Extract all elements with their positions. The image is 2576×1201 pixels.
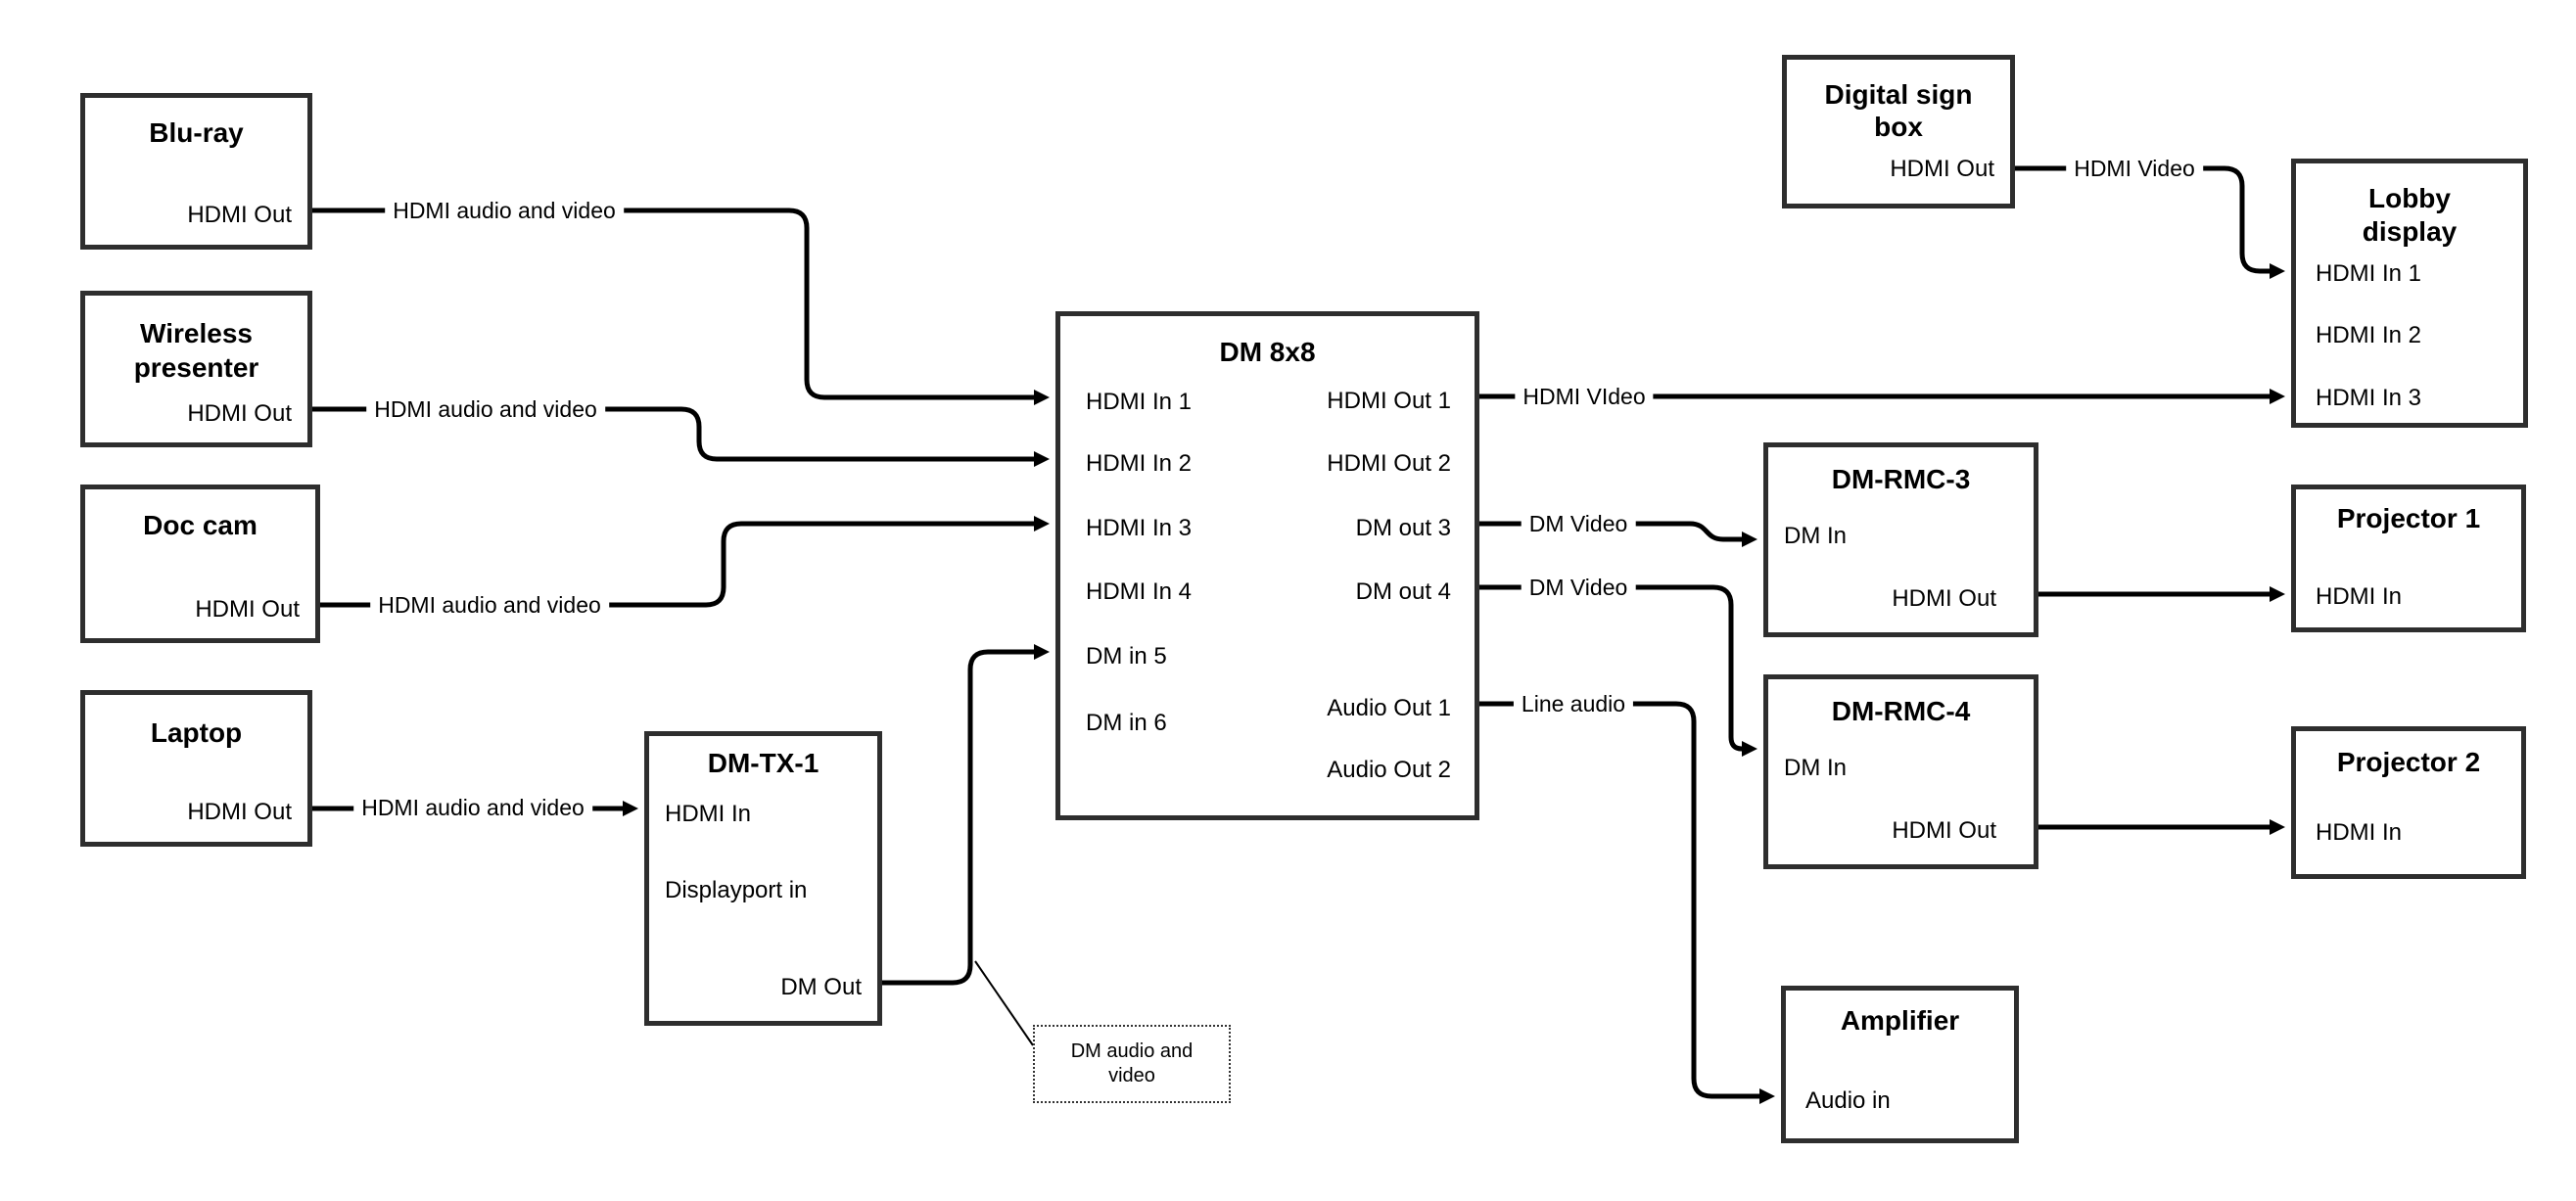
port-bluray-hdmi-out: HDMI Out — [187, 202, 292, 228]
port-dmtx1-dm-out: DM Out — [780, 974, 862, 1000]
node-dm-rmc-3: DM-RMC-3 DM In HDMI Out — [1763, 442, 2038, 637]
port-doccam-hdmi-out: HDMI Out — [195, 596, 300, 623]
node-doc-cam-title: Doc cam — [143, 510, 258, 540]
edge-dm8x8-dmout4-to-dmrmc4-dm-in — [1479, 584, 1757, 757]
node-projector-2-title: Projector 2 — [2336, 747, 2481, 777]
port-dm8x8-dm-out-3: DM out 3 — [1355, 515, 1451, 541]
callout-leader-line — [974, 960, 1034, 1046]
node-dm-8x8: DM 8x8 HDMI In 1 HDMI In 2 HDMI In 3 HDM… — [1055, 311, 1479, 820]
port-dmtx1-displayport-in: Displayport in — [665, 877, 808, 903]
port-dm8x8-dm-in-5: DM in 5 — [1086, 643, 1167, 670]
node-dm-8x8-title: DM 8x8 — [1219, 337, 1316, 367]
node-doc-cam: Doc cam HDMI Out — [80, 485, 320, 643]
port-digitalsign-hdmi-out: HDMI Out — [1890, 156, 1994, 182]
port-dm8x8-audio-out-1: Audio Out 1 — [1327, 695, 1451, 721]
edge-bluray-to-dm8x8-hdmi-in-1 — [312, 208, 1050, 405]
edge-label-hdmi-video-out1: HDMI VIdeo — [1515, 383, 1654, 410]
edge-label-doccam: HDMI audio and video — [370, 591, 609, 619]
edge-label-wireless: HDMI audio and video — [366, 395, 605, 423]
edge-label-laptop: HDMI audio and video — [353, 794, 592, 821]
port-dmtx1-hdmi-in: HDMI In — [665, 801, 752, 827]
node-dm-rmc-4: DM-RMC-4 DM In HDMI Out — [1763, 674, 2038, 869]
node-laptop-title: Laptop — [150, 717, 243, 748]
port-laptop-hdmi-out: HDMI Out — [187, 799, 292, 825]
port-wireless-hdmi-out: HDMI Out — [187, 400, 292, 427]
port-dmrmc3-dm-in: DM In — [1784, 523, 1848, 549]
port-dm8x8-hdmi-in-1: HDMI In 1 — [1086, 389, 1193, 415]
callout-text: DM audio and video — [1070, 1040, 1194, 1086]
node-dm-tx-1: DM-TX-1 HDMI In Displayport in DM Out — [644, 731, 882, 1026]
node-projector-1-title: Projector 1 — [2336, 503, 2481, 533]
node-projector-2: Projector 2 HDMI In — [2291, 726, 2526, 879]
edge-dm8x8-audioout1-to-amplifier-audio-in — [1479, 701, 1775, 1104]
port-lobby-hdmi-in-1: HDMI In 1 — [2316, 260, 2422, 287]
port-amplifier-audio-in: Audio in — [1805, 1087, 1891, 1114]
node-digital-sign-box: Digital sign box HDMI Out — [1782, 55, 2015, 208]
node-dm-rmc-3-title: DM-RMC-3 — [1831, 464, 1971, 494]
edge-label-line-audio: Line audio — [1513, 690, 1634, 717]
port-dm8x8-audio-out-2: Audio Out 2 — [1327, 757, 1451, 783]
port-dm8x8-hdmi-out-2: HDMI Out 2 — [1327, 450, 1451, 477]
edge-label-digital-sign: HDMI Video — [2066, 155, 2203, 182]
port-dm8x8-hdmi-in-2: HDMI In 2 — [1086, 450, 1193, 477]
node-laptop: Laptop HDMI Out — [80, 690, 312, 847]
edge-wireless-to-dm8x8-hdmi-in-2 — [312, 406, 1050, 467]
edge-dm8x8-dmout3-to-dmrmc3-dm-in — [1479, 521, 1757, 547]
port-dm8x8-dm-out-4: DM out 4 — [1355, 578, 1451, 605]
node-wireless-presenter-title: Wireless presenter — [133, 318, 259, 383]
port-dmrmc4-hdmi-out: HDMI Out — [1892, 817, 1996, 844]
edge-digitalsign-to-lobby-hdmi-in-1 — [2015, 165, 2285, 279]
node-wireless-presenter: Wireless presenter HDMI Out — [80, 291, 312, 447]
port-dm8x8-hdmi-in-3: HDMI In 3 — [1086, 515, 1193, 541]
edge-dmtx1-dmout-to-dm8x8-dm-in-5 — [880, 644, 1050, 986]
node-digital-sign-box-title: Digital sign box — [1824, 79, 1973, 142]
port-dm8x8-dm-in-6: DM in 6 — [1086, 710, 1167, 736]
edge-doccam-to-dm8x8-hdmi-in-3 — [320, 516, 1050, 608]
port-dm8x8-hdmi-out-1: HDMI Out 1 — [1327, 388, 1451, 414]
port-projector1-hdmi-in: HDMI In — [2316, 583, 2403, 610]
node-amplifier-title: Amplifier — [1840, 1005, 1960, 1036]
node-dm-rmc-4-title: DM-RMC-4 — [1831, 696, 1971, 726]
port-dm8x8-hdmi-in-4: HDMI In 4 — [1086, 578, 1193, 605]
node-bluray-title: Blu-ray — [149, 117, 244, 148]
port-lobby-hdmi-in-3: HDMI In 3 — [2316, 385, 2422, 411]
port-lobby-hdmi-in-2: HDMI In 2 — [2316, 322, 2422, 348]
port-dmrmc3-hdmi-out: HDMI Out — [1892, 585, 1996, 612]
edge-label-dm-video-out3: DM Video — [1521, 510, 1636, 537]
callout-dm-audio-and-video: DM audio and video — [1033, 1025, 1231, 1103]
edge-label-bluray: HDMI audio and video — [385, 197, 624, 224]
node-dm-tx-1-title: DM-TX-1 — [707, 748, 820, 778]
node-projector-1: Projector 1 HDMI In — [2291, 485, 2526, 632]
edge-label-dm-video-out4: DM Video — [1521, 574, 1636, 601]
node-bluray: Blu-ray HDMI Out — [80, 93, 312, 250]
node-amplifier: Amplifier Audio in — [1781, 986, 2019, 1143]
node-lobby-display: Lobby display HDMI In 1 HDMI In 2 HDMI I… — [2291, 159, 2528, 428]
port-projector2-hdmi-in: HDMI In — [2316, 819, 2403, 846]
port-dmrmc4-dm-in: DM In — [1784, 755, 1848, 781]
node-lobby-display-title: Lobby display — [2362, 183, 2458, 247]
